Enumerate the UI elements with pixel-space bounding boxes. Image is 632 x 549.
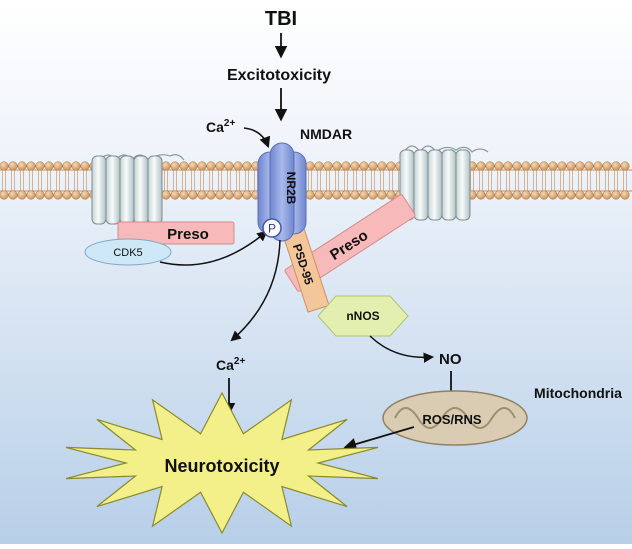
neurotoxicity-starburst-icon: [65, 391, 379, 535]
arrow-calcium-influx: [243, 127, 271, 149]
arrow-nnos-to-no: [369, 335, 435, 363]
arrow-cdk5-to-phosphate: [159, 230, 268, 266]
cdk5-label: CDK5: [113, 247, 142, 259]
left-membrane-receptor-icon: [91, 154, 185, 225]
phosphate-icon: [262, 218, 282, 238]
nnos-label: nNOS: [346, 309, 379, 323]
no-label: NO: [439, 351, 462, 368]
mitochondrion-icon: [382, 390, 528, 446]
left-preso-label: Preso: [167, 226, 209, 243]
nr2b-label: NR2B: [284, 172, 298, 205]
excitotoxicity-label: Excitotoxicity: [227, 67, 331, 84]
mitochondria-label: Mitochondria: [534, 385, 622, 401]
arrow-ros-to-neurotoxicity: [343, 426, 415, 451]
right-membrane-receptor-icon: [399, 145, 489, 221]
cdk5-ellipse: [84, 238, 172, 266]
ros-rns-label: ROS/RNS: [422, 412, 482, 427]
receptor-label: NMDAR: [300, 126, 352, 142]
calcium-cytosol-label: Ca2+: [216, 356, 245, 373]
calcium-influx-label: Ca2+: [206, 118, 235, 135]
neurotoxicity-label: Neurotoxicity: [164, 456, 279, 476]
right-preso-box: Preso: [284, 194, 416, 292]
arrow-receptor-to-calcium: [230, 239, 281, 342]
nmdar-receptor-icon: NR2B: [257, 142, 307, 242]
trigger-label: TBI: [265, 8, 297, 30]
left-preso-box: [117, 221, 235, 245]
nnos-hexagon: [317, 295, 409, 337]
phosphate-label: P: [268, 222, 276, 236]
